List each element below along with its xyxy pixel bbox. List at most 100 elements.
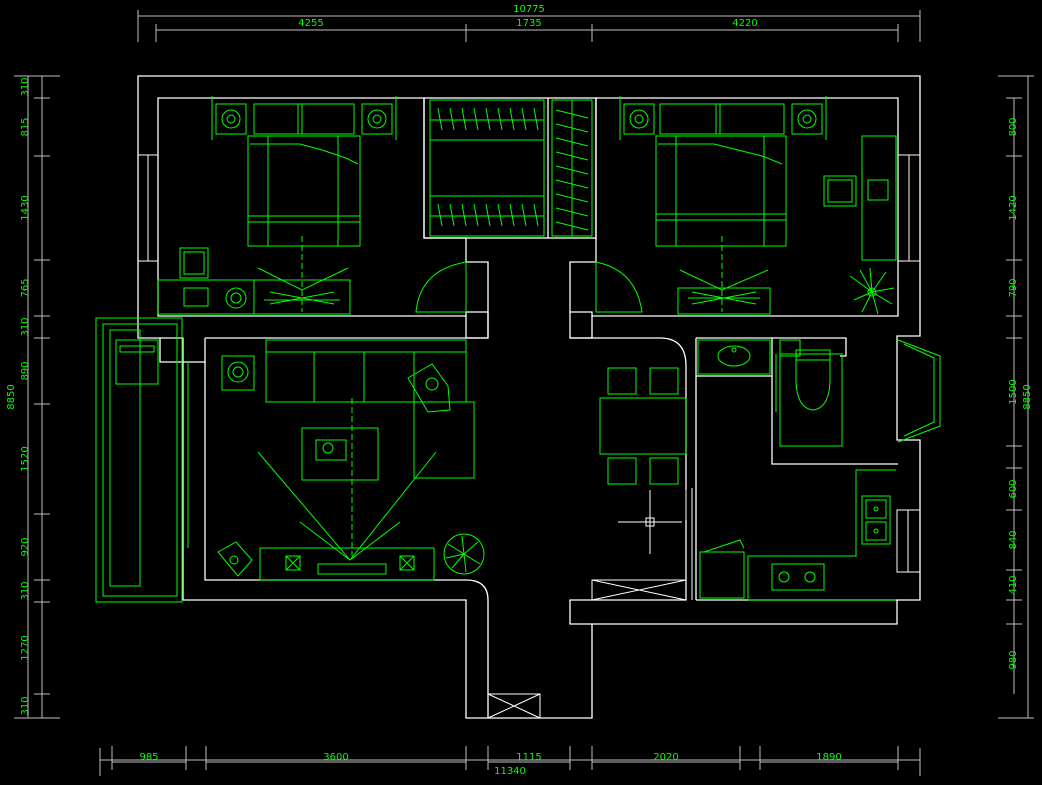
- dimension-labels: 10775 4255 1735 4220 985 3600 1115 2020 …: [6, 4, 1033, 777]
- inner-wall-top-right-rooms: [569, 97, 899, 317]
- fridge: [699, 551, 745, 599]
- living-left-step: [160, 337, 205, 363]
- lamp-left: [225, 287, 247, 309]
- floor-lamp: [217, 541, 253, 577]
- dining-furniture: [599, 367, 687, 485]
- stove: [771, 563, 825, 591]
- corridor-wall-right: [569, 312, 593, 339]
- dim-bottom-seg-4: 1890: [816, 752, 841, 763]
- chair-right: [823, 175, 857, 207]
- dim-left-seg-3: 765: [20, 278, 31, 297]
- dim-right-seg-2: 790: [1008, 278, 1019, 297]
- kitchen-furniture: [699, 469, 896, 601]
- dim-right-seg-4: 600: [1008, 479, 1019, 498]
- dim-top-total: 10775: [513, 4, 545, 15]
- dining-wall: [570, 337, 687, 490]
- door-arc-left: [415, 261, 467, 313]
- dim-left-seg-8: 310: [20, 581, 31, 600]
- dim-left-seg-10: 310: [20, 696, 31, 715]
- entry-door-diag2: [487, 693, 541, 719]
- plant-right: [849, 267, 895, 315]
- dim-bottom-seg-2: 1115: [516, 752, 541, 763]
- toilet: [795, 359, 831, 411]
- dim-left-seg-1: 815: [20, 117, 31, 136]
- door-arc-right: [595, 261, 643, 313]
- dim-left-seg-2: 1430: [20, 195, 31, 220]
- dim-left-seg-4: 310: [20, 317, 31, 336]
- pc-left: [183, 287, 209, 307]
- dimension-lines: [14, 10, 1034, 776]
- shower-area: [779, 353, 843, 447]
- desk-right: [861, 135, 897, 261]
- kitchen-bottom-window-d2: [591, 579, 687, 601]
- bed-left: [247, 135, 361, 247]
- kitchen-sink: [861, 495, 891, 545]
- dim-left-seg-6: 1520: [20, 446, 31, 471]
- bathroom-furniture: [697, 339, 941, 447]
- dim-top-seg-0: 4255: [298, 18, 323, 29]
- balcony: [95, 317, 189, 603]
- tv-cabinet-living: [259, 547, 435, 581]
- chair-left: [179, 247, 209, 279]
- tv-right: [688, 291, 760, 305]
- dim-bottom-seg-1: 3600: [323, 752, 348, 763]
- side-table: [221, 355, 255, 391]
- right-bedroom-furniture: [619, 96, 897, 315]
- view-cone-right: [679, 269, 769, 291]
- dim-left-seg-5: 890: [20, 361, 31, 380]
- dim-right-seg-6: 410: [1008, 575, 1019, 594]
- view-cone-living: [257, 451, 437, 561]
- nightstand-left-1: [215, 103, 247, 135]
- plant-living: [443, 533, 485, 575]
- cad-crosshair-icon: [618, 490, 682, 554]
- wardrobe-box: [423, 97, 597, 239]
- dim-right-seg-3: 1500: [1008, 379, 1019, 404]
- dim-right-total: 8850: [1022, 384, 1033, 409]
- dining-table: [599, 397, 687, 455]
- dim-bottom-seg-0: 985: [139, 752, 158, 763]
- pc-right: [867, 179, 889, 201]
- dim-top-seg-2: 4220: [732, 18, 757, 29]
- dim-top-seg-1: 1735: [516, 18, 541, 29]
- walls: [137, 75, 921, 719]
- dining-lower-wall: [569, 520, 687, 625]
- kitchen-counter: [747, 469, 896, 601]
- dim-left-seg-7: 920: [20, 537, 31, 556]
- sink-counter: [697, 339, 771, 375]
- dim-right-seg-1: 1420: [1008, 195, 1019, 220]
- dining-chair-4: [649, 457, 679, 485]
- tv-cabinet-right: [677, 287, 771, 315]
- windows: [137, 154, 921, 719]
- dim-left-seg-0: 310: [20, 77, 31, 96]
- living-room-wall: [204, 312, 489, 718]
- sofa-chaise: [413, 401, 475, 479]
- dining-chair-1: [607, 367, 637, 395]
- entry-door-frame: [487, 693, 541, 719]
- dining-chair-3: [607, 457, 637, 485]
- furniture: [95, 96, 941, 603]
- dining-chair-2: [649, 367, 679, 395]
- corridor-wall-left: [465, 312, 489, 339]
- nightstand-right-1: [623, 103, 655, 135]
- armchair: [407, 363, 451, 413]
- wardrobe-hangers: [429, 99, 593, 237]
- view-cone-left: [257, 267, 349, 291]
- dim-right-seg-5: 840: [1008, 530, 1019, 549]
- dim-left-seg-9: 1270: [20, 635, 31, 660]
- dim-bottom-total: 11340: [494, 766, 526, 777]
- bath-wall: [695, 337, 898, 600]
- outer-wall-top: [137, 75, 921, 719]
- bed-right: [655, 135, 787, 247]
- living-room-furniture: [217, 339, 485, 581]
- washing-machine: [115, 339, 159, 385]
- nightstand-left-2: [361, 103, 393, 135]
- dim-right-seg-7: 980: [1008, 650, 1019, 669]
- sink: [717, 345, 751, 367]
- nightstand-right-2: [791, 103, 823, 135]
- coffee-table: [301, 427, 379, 481]
- sofa: [265, 339, 467, 403]
- bay-window: [897, 339, 941, 443]
- dim-left-total: 8850: [6, 384, 17, 409]
